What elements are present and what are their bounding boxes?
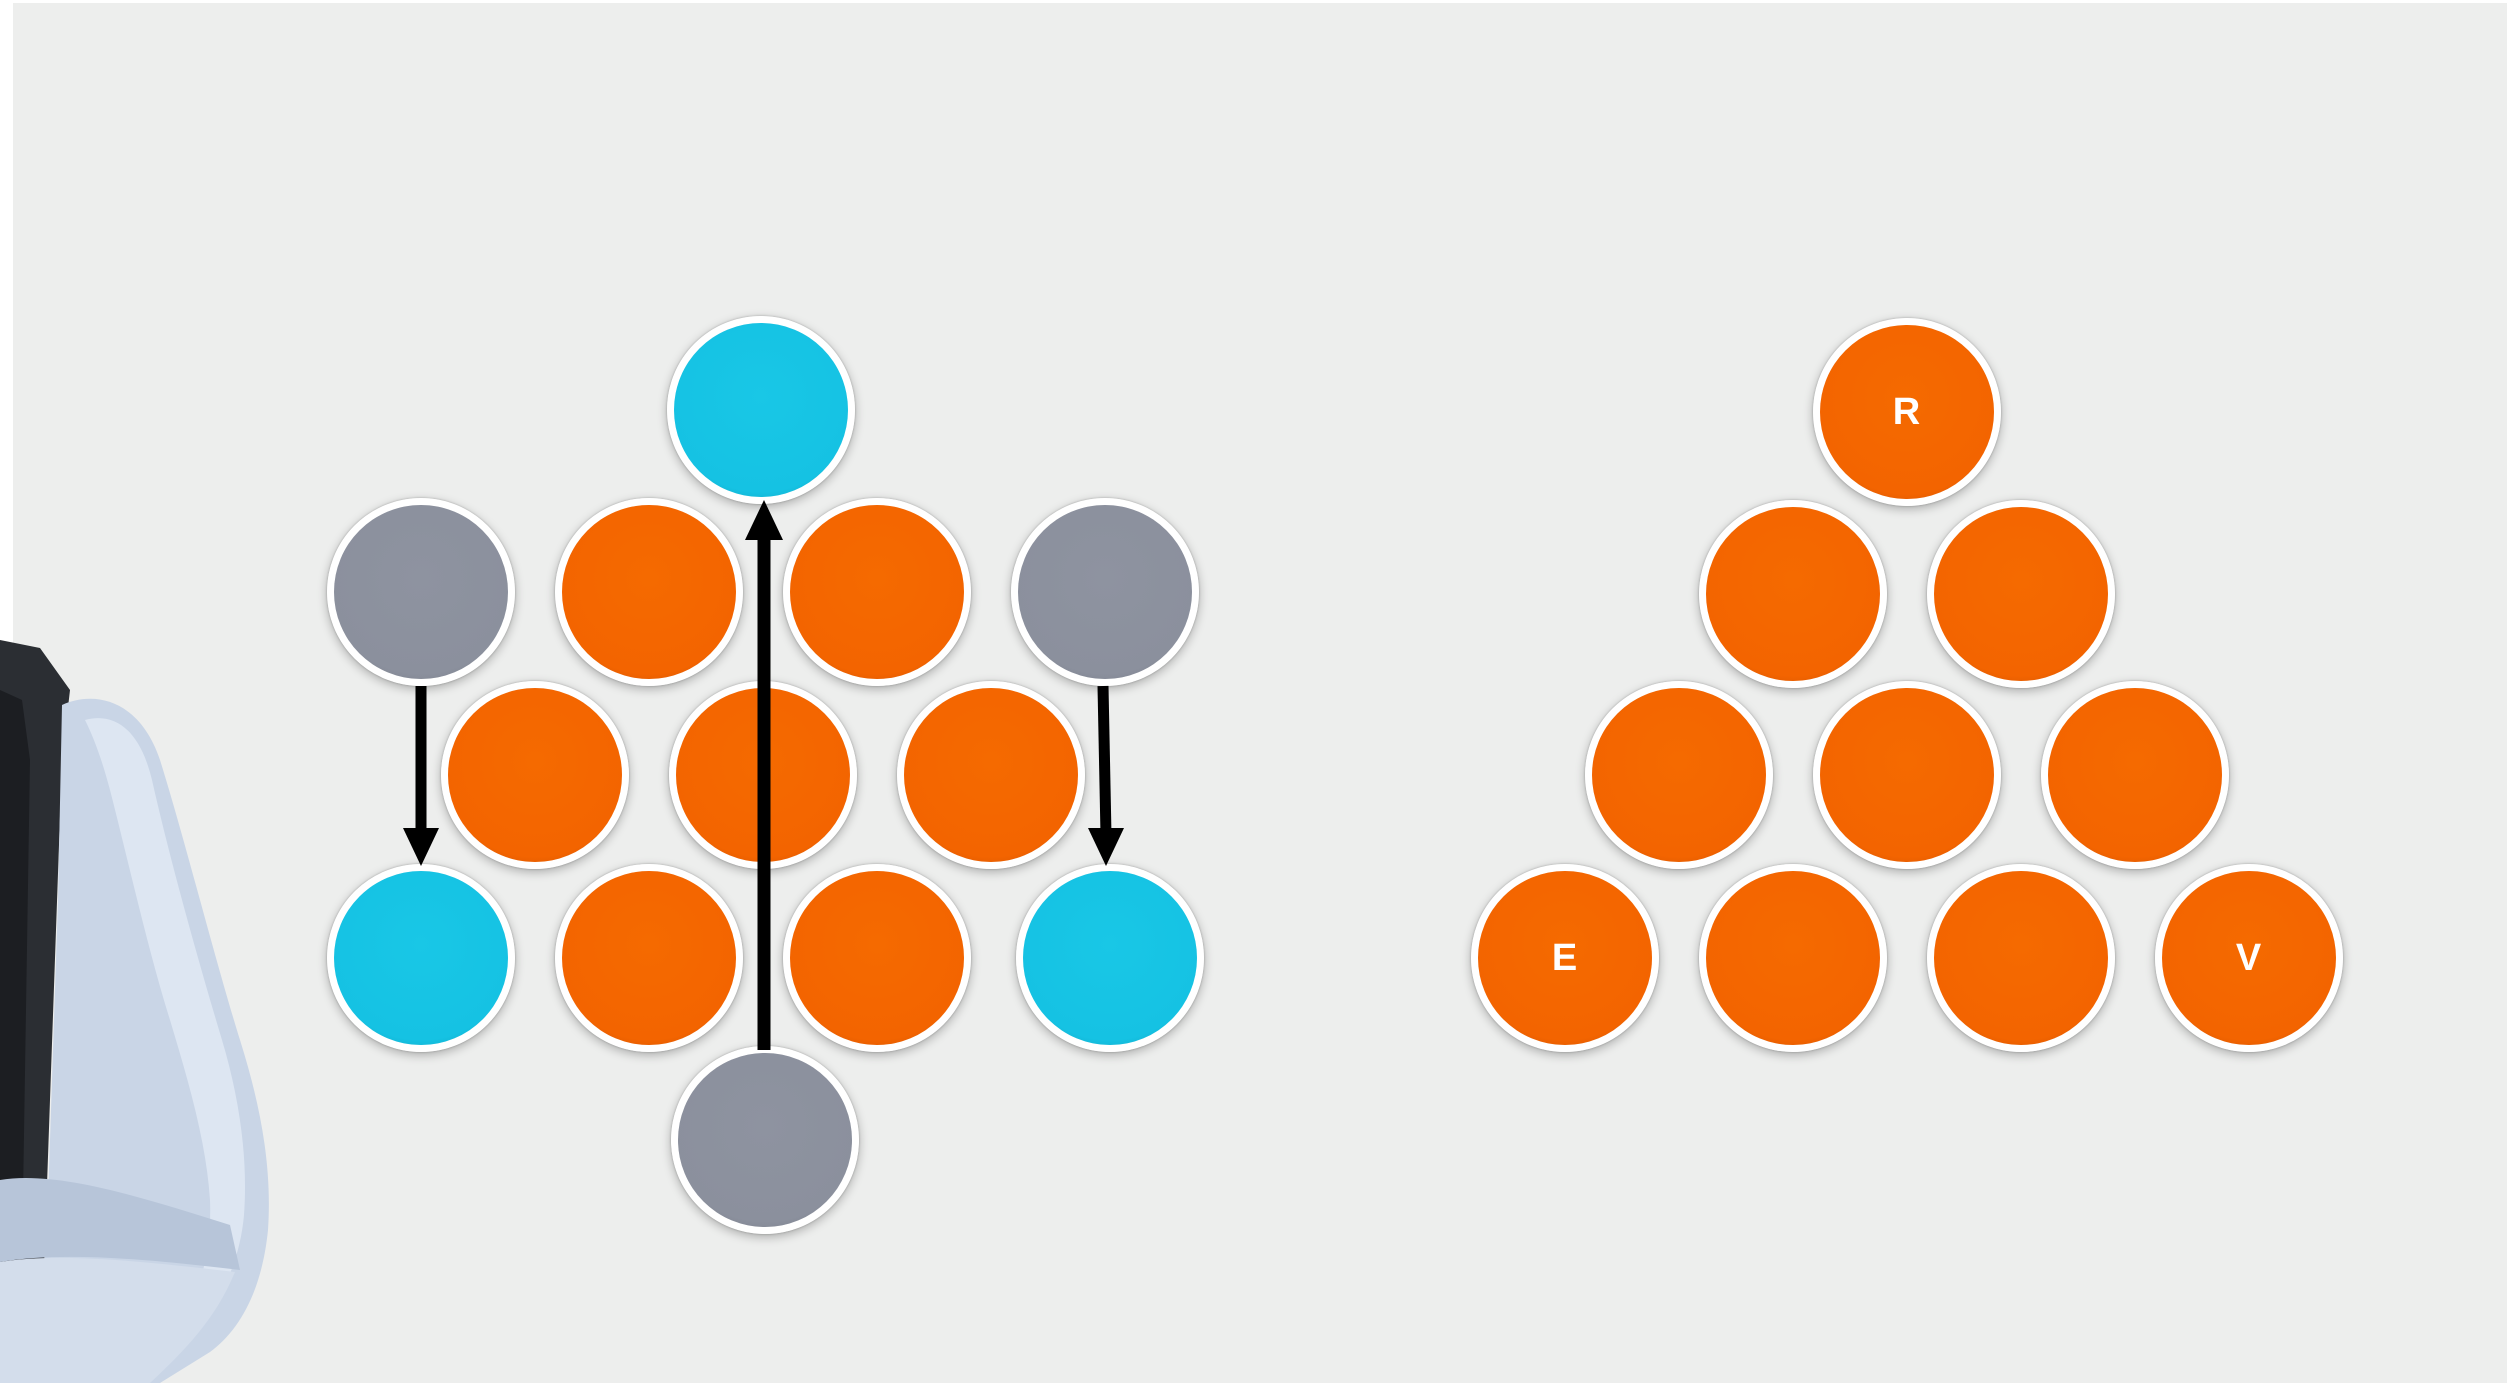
triangle-coin-top: R bbox=[1813, 318, 2001, 506]
triangle-coin-row4-2 bbox=[1699, 864, 1887, 1052]
triangle-label-bottom-right: V bbox=[2236, 937, 2262, 980]
triangle-coin-row4-3 bbox=[1927, 864, 2115, 1052]
triangle-label-bottom-left: E bbox=[1552, 937, 1578, 980]
triangle-coin-row3-3 bbox=[2041, 681, 2229, 869]
triangle-coin-row3-1 bbox=[1585, 681, 1773, 869]
move-arrow-center bbox=[745, 500, 783, 1050]
triangle-coin-row2-2 bbox=[1927, 500, 2115, 688]
triangle-coin-row3-2 bbox=[1813, 681, 2001, 869]
triangle-coin-row2-1 bbox=[1699, 500, 1887, 688]
move-arrow-left bbox=[403, 686, 439, 866]
triangle-label-top: R bbox=[1893, 391, 1921, 434]
triangle-coin-bottom-right: V bbox=[2155, 864, 2343, 1052]
triangle-coin-bottom-left: E bbox=[1471, 864, 1659, 1052]
move-arrow-right bbox=[1088, 686, 1124, 866]
